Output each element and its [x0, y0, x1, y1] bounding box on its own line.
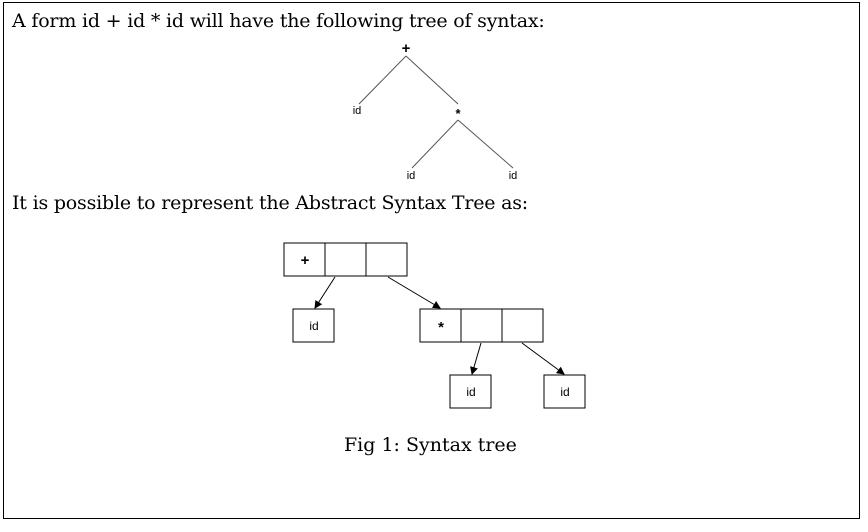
parse-node-plus: +: [402, 40, 411, 57]
ast-leaf-id-mul-right: [543, 374, 586, 409]
parse-edge-mul-right: [457, 119, 514, 169]
intro-text: A form id + id * id will have the follow…: [12, 10, 545, 32]
ast-mul-left-ptr-cell: [460, 308, 503, 343]
ast-root-left-ptr-cell: [324, 242, 367, 277]
parse-edge-mul-left: [411, 119, 459, 169]
ast-arrow-root-to-id: [314, 276, 336, 309]
ast-mul-op-cell: [419, 308, 462, 343]
ast-arrow-mul-to-left: [470, 342, 482, 375]
figure-frame: [3, 2, 860, 519]
ast-mul-op-label: *: [438, 319, 444, 336]
ast-mul-right-ptr-cell: [501, 308, 544, 343]
ast-root-op-cell: [283, 242, 326, 277]
ast-arrow-mul-to-right: [521, 342, 565, 375]
ast-root-right-ptr-cell: [365, 242, 408, 277]
ast-leaf-id-mul-left: [449, 374, 492, 409]
ast-leaf-id-mul-left-label: id: [466, 385, 475, 399]
parse-node-id-left: id: [353, 105, 362, 117]
figure-caption: Fig 1: Syntax tree: [344, 434, 517, 456]
parse-edge-plus-id: [358, 55, 407, 105]
parse-node-mul: *: [455, 106, 461, 121]
ast-leaf-id-left-label: id: [309, 319, 318, 333]
ast-arrow-root-to-mul: [387, 276, 441, 309]
ast-root-op-label: +: [301, 252, 310, 269]
parse-node-id-mul-right: id: [509, 170, 518, 182]
ast-intro-text: It is possible to represent the Abstract…: [12, 192, 529, 214]
ast-leaf-id-mul-right-label: id: [560, 385, 569, 399]
parse-edge-plus-mul: [405, 55, 459, 105]
parse-tree: + id * id id: [353, 40, 518, 182]
abstract-syntax-tree: + id * id id: [283, 242, 586, 409]
ast-leaf-id-left: [292, 308, 335, 343]
parse-node-id-mul-left: id: [407, 170, 416, 182]
